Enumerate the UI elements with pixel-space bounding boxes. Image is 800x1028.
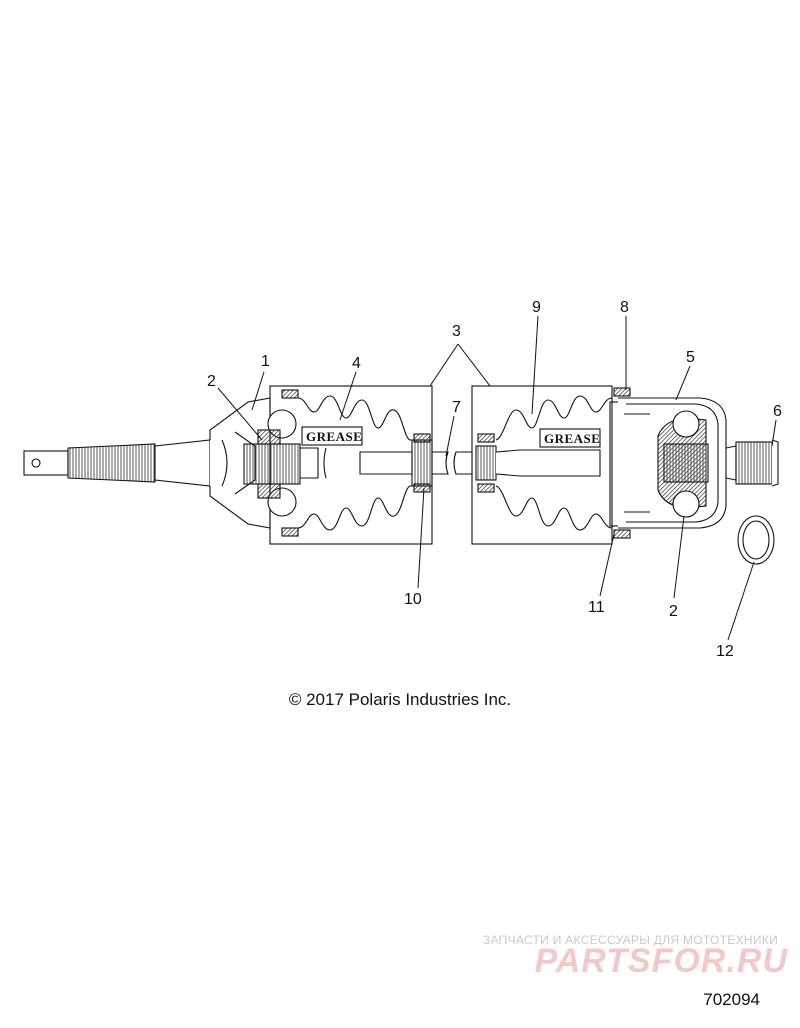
callout-6: 6	[773, 403, 782, 420]
stub-shaft-end	[23, 439, 211, 487]
outer-stub-shaft	[725, 445, 737, 481]
callout-2-right: 2	[669, 603, 678, 620]
grease-label-inner: GREASE	[306, 429, 362, 444]
copyright-notice: © 2017 Polaris Industries Inc.	[288, 690, 512, 709]
drawing-number: 702094	[703, 990, 760, 1009]
leader-lines	[217, 315, 777, 641]
callout-3: 3	[452, 323, 461, 340]
watermark-logo: PARTSFOR.RU	[534, 942, 788, 980]
callout-1: 1	[261, 353, 270, 370]
callout-8: 8	[620, 299, 629, 316]
callout-10: 10	[404, 591, 422, 608]
outer-boot-bottom	[495, 485, 613, 531]
outer-boot-top	[495, 395, 613, 441]
outer-cv-joint	[657, 410, 709, 518]
snap-ring	[737, 515, 775, 565]
watermark-tagline: ЗАПЧАСТИ И АКСЕССУАРЫ ДЛЯ МОТОТЕХНИКИ	[482, 933, 778, 947]
inner-boot-top	[297, 395, 420, 441]
callout-4: 4	[352, 355, 361, 372]
callout-11: 11	[588, 599, 605, 616]
callout-7: 7	[452, 399, 461, 416]
callout-9: 9	[532, 299, 541, 316]
grease-label-outer: GREASE	[544, 431, 600, 446]
callout-2-left: 2	[207, 373, 216, 390]
inner-boot-bottom	[297, 485, 420, 531]
callout-12: 12	[716, 643, 734, 660]
inner-cv-joint	[243, 409, 301, 517]
callout-5: 5	[686, 349, 695, 366]
